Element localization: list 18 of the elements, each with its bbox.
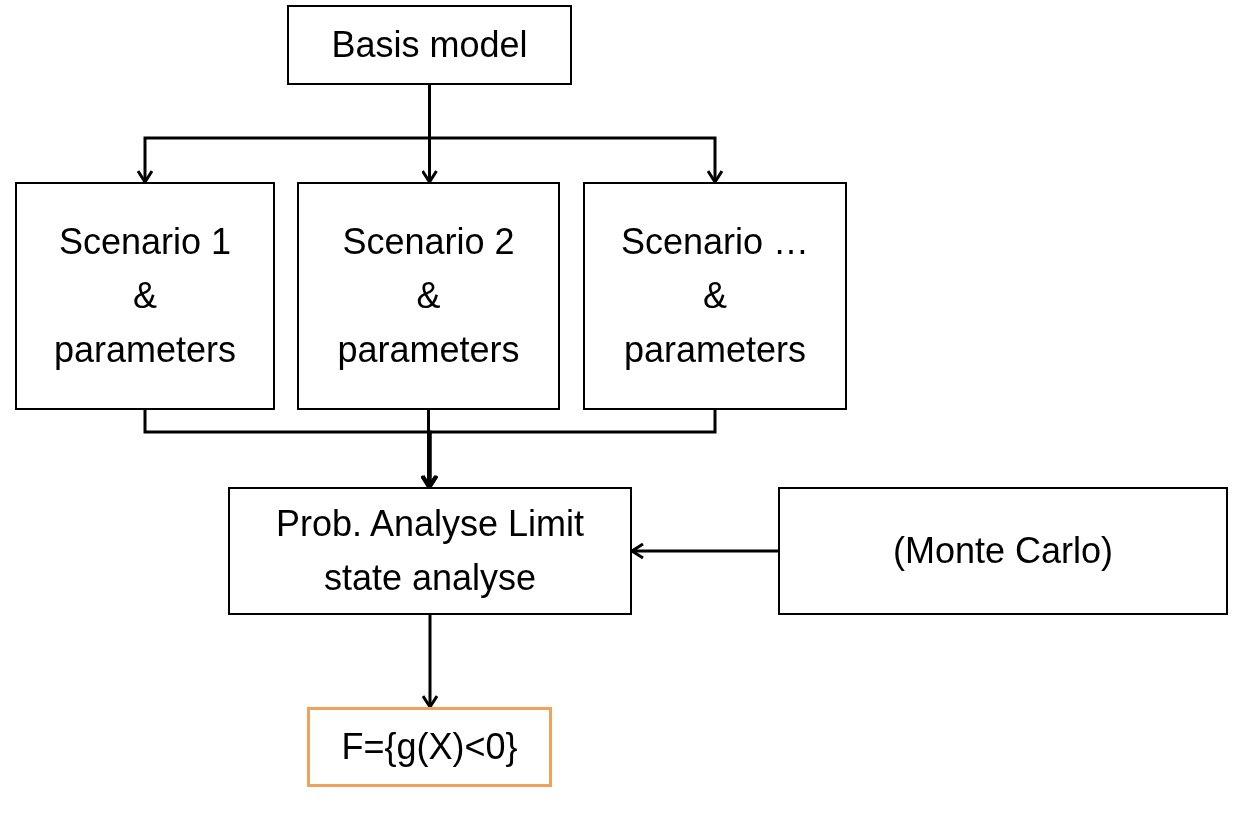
analysis-box	[228, 487, 632, 615]
arrow	[421, 410, 717, 489]
node-label: Basis model	[331, 23, 528, 67]
node-label: Prob. Analyse Limit state analyse	[274, 502, 586, 600]
node-label: Scenario … & parameters	[619, 220, 811, 372]
arrow	[421, 615, 439, 709]
scenario-box	[583, 182, 847, 410]
arrow	[428, 85, 724, 184]
result-box	[307, 707, 552, 787]
scenario-box	[15, 182, 275, 410]
node-label: Scenario 2 & parameters	[336, 220, 521, 372]
toolkit-box	[778, 487, 1228, 615]
arrow	[420, 410, 437, 489]
model-box	[287, 5, 572, 85]
node-label: Scenario 1 & parameters	[52, 220, 238, 372]
node-label: (Monte Carlo)	[892, 529, 1114, 573]
scenario-box	[297, 182, 560, 410]
node-label: F={g(X)<0}	[341, 725, 518, 769]
